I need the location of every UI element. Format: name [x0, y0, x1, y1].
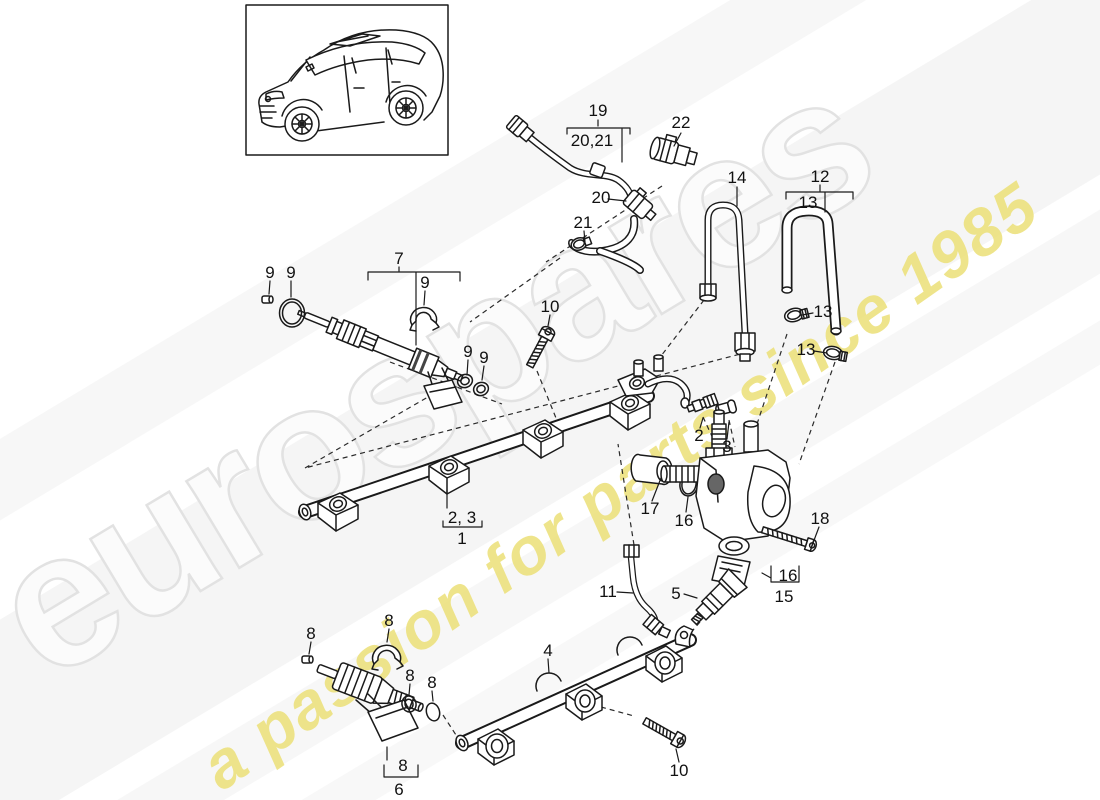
pin-8 — [301, 655, 314, 664]
oring-9-large — [278, 298, 306, 328]
part-label-9: 9 — [463, 342, 472, 361]
part-label-15: 15 — [775, 587, 794, 606]
part-label-10: 10 — [541, 297, 560, 316]
leader-lines — [268, 119, 854, 778]
rail-cup — [522, 419, 564, 459]
clip-9 — [409, 306, 440, 332]
coupling-20 — [622, 187, 657, 222]
sensor-22 — [649, 133, 698, 167]
pipe-11 — [623, 544, 671, 639]
rail-sensor-port — [674, 625, 694, 648]
clamp-13-b — [822, 345, 849, 363]
vehicle-thumbnail — [245, 4, 449, 156]
clip-8 — [371, 644, 404, 671]
part-label-9: 9 — [420, 273, 429, 292]
part-label-3: 3 — [722, 437, 731, 456]
pump-cap-cylinder — [746, 465, 791, 533]
part-label-8: 8 — [427, 673, 436, 692]
part-label-8: 8 — [398, 756, 407, 775]
pump-flange — [718, 536, 750, 556]
injector-7 — [297, 309, 464, 410]
part-label-12: 12 — [811, 167, 830, 186]
rail-end-block — [617, 354, 691, 409]
part-label-13: 13 — [797, 340, 816, 359]
pin-9 — [261, 295, 274, 304]
pipe-11-top-nut — [623, 544, 640, 558]
part-label-18: 18 — [811, 509, 830, 528]
clamp-13-a — [783, 307, 810, 323]
pump-15 — [660, 409, 791, 593]
part-label-8: 8 — [384, 611, 393, 630]
pump-inlet-stub — [660, 465, 701, 483]
part-label-2-3: 2, 3 — [448, 508, 476, 527]
pipe-14 — [699, 201, 756, 362]
line-19-connector — [505, 114, 535, 143]
part-label-2: 2 — [694, 426, 703, 445]
hose-12 — [781, 205, 849, 363]
cayenne-line-art — [258, 29, 444, 142]
part-label-21: 21 — [574, 213, 593, 232]
part-label-11: 11 — [599, 582, 617, 601]
part-label-1: 1 — [457, 529, 466, 548]
part-label-5: 5 — [671, 584, 680, 603]
part-label-13: 13 — [814, 302, 833, 321]
rail-lug — [645, 645, 683, 683]
part-label-22: 22 — [672, 113, 691, 132]
rail-port-stub — [657, 625, 671, 639]
bolt-10-upper — [525, 325, 556, 369]
valve-2 — [686, 392, 719, 413]
rail-cup — [428, 455, 470, 495]
rail-saddle — [535, 672, 562, 692]
part-label-9: 9 — [265, 263, 274, 282]
part-label-10: 10 — [670, 761, 689, 780]
part-label-4: 4 — [543, 641, 552, 660]
oring-9-b — [472, 381, 490, 397]
fuel-rail-lower — [455, 625, 697, 766]
bolt-18 — [760, 526, 818, 552]
bolt-10-lower — [642, 717, 687, 749]
part-label-9: 9 — [479, 348, 488, 367]
pipe-14-nut — [734, 332, 756, 362]
rail-cup — [317, 492, 359, 532]
washer-8 — [425, 702, 441, 722]
oring-9-a — [456, 373, 474, 389]
clamp-21 — [570, 236, 593, 252]
part-label-19: 19 — [589, 101, 608, 120]
part-label-7: 7 — [394, 249, 403, 268]
rail-lug — [477, 728, 515, 766]
fuel-rail-upper — [298, 354, 691, 532]
part-label-20: 20 — [592, 188, 611, 207]
part-label-13: 13 — [799, 193, 818, 212]
fuel-line-19 — [505, 114, 636, 205]
pipe-11-end-nut — [642, 613, 665, 636]
part-label-6: 6 — [394, 780, 403, 799]
rail-saddle — [616, 636, 643, 656]
part-label-16: 16 — [675, 511, 694, 530]
part-label-20-21: 20,21 — [571, 131, 614, 150]
rail-lug — [565, 683, 603, 721]
pipe-14-lower-fitting — [699, 283, 717, 302]
part-label-14: 14 — [728, 168, 747, 187]
stripe-band — [0, 69, 1100, 800]
oring-8 — [401, 695, 417, 713]
hose-21 — [568, 215, 644, 274]
part-label-8: 8 — [306, 624, 315, 643]
part-label-16: 16 — [779, 566, 798, 585]
part-label-9: 9 — [286, 263, 295, 282]
line-19-clip — [589, 162, 606, 179]
part-label-17: 17 — [641, 499, 660, 518]
sensor-5 — [690, 568, 748, 626]
stripe-band — [0, 0, 1100, 761]
part-label-8: 8 — [405, 666, 414, 685]
